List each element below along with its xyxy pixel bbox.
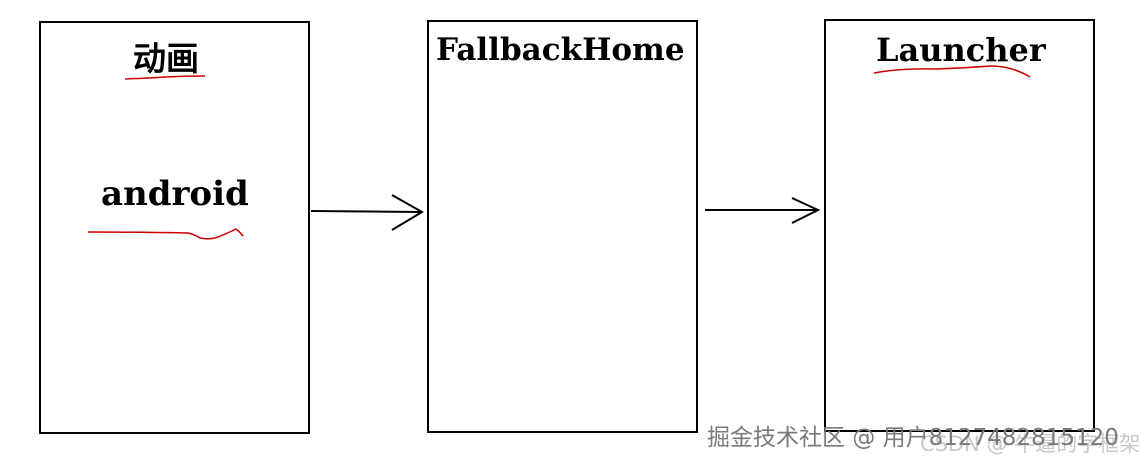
underline-launcher [873,65,1031,78]
launcher-node [824,19,1095,432]
juejin-watermark: 掘金技术社区 @ 用户8127482815120 [707,425,1119,451]
arrow-boot-to-fallback [310,194,424,231]
boot-animation-title: 动画 [133,39,199,78]
csdn-watermark: CSDN @ 牛逼的字框架 [920,432,1140,456]
fallbackhome-title: FallbackHome [436,32,685,68]
arrow-fallback-to-launcher [705,197,821,224]
fallbackhome-node [427,20,698,433]
launcher-title: Launcher [876,31,1046,69]
underline-boot-title [124,75,206,80]
underline-android [87,228,244,240]
boot-animation-node [39,21,310,434]
boot-animation-subtitle: android [101,174,249,214]
